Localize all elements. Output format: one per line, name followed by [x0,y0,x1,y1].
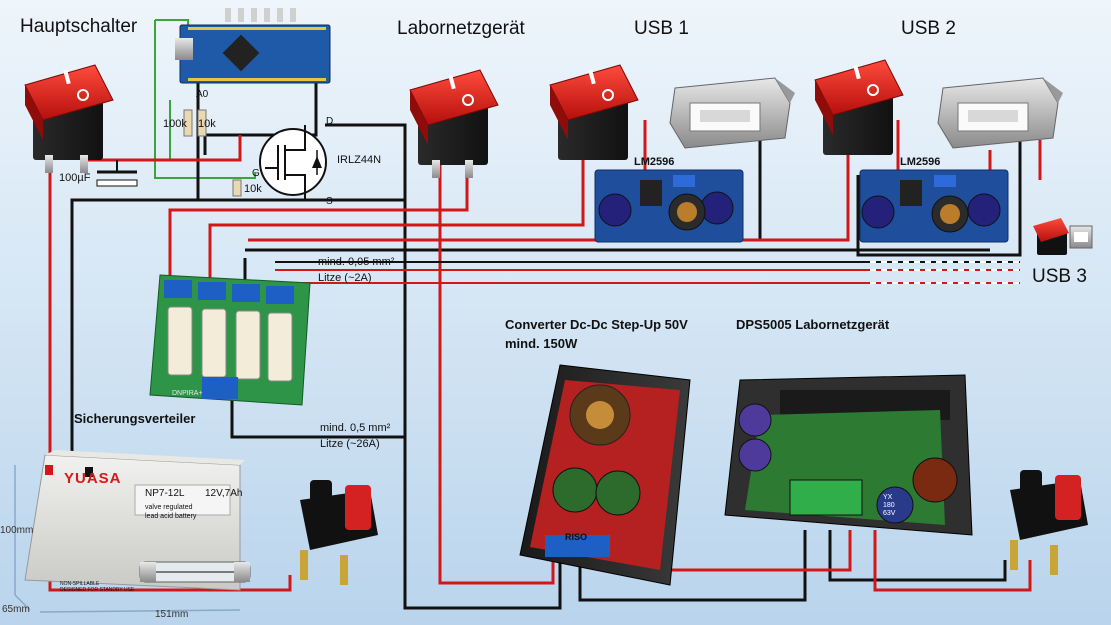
label-fuse-board-mark: DNPIRA+ [172,390,203,397]
label-lm2596-1: LM2596 [634,156,675,168]
label-lm2596-2: LM2596 [900,156,941,168]
fuse-board [149,274,311,406]
converter-brand: RISO [565,532,588,542]
label-converter-line2: mind. 150W [505,336,578,351]
arduino-nano [175,8,331,84]
heading-usb2: USB 2 [901,18,956,39]
label-r1: 100k [163,118,187,130]
wires-dashed [275,261,1020,284]
label-mosfet: IRLZ44N [337,154,382,166]
dimension-height: 100mm [0,525,34,536]
lab-switch [409,69,499,178]
heading-main-switch: Hauptschalter [20,16,138,37]
glass-fuse [139,561,251,583]
dps5005-module [724,374,973,536]
cap-text-3: 63V [883,510,896,517]
battery-model: NP7-12L [145,488,185,499]
usb2-socket [937,77,1063,149]
label-fuse-box: Sicherungsverteiler [74,411,196,426]
label-thin-wire-2: Litze (~2A) [318,272,372,284]
dimension-lines [14,465,241,613]
main-switch [24,64,114,173]
label-thin-wire-1: mind. 0,05 mm² [318,256,395,268]
heading-usb3: USB 3 [1032,266,1087,287]
usb1-socket [669,77,795,149]
label-pin-d: D [326,116,334,127]
label-r2: 10k [198,118,216,130]
dimension-depth: 65mm [2,604,30,615]
usb3-socket [1069,225,1093,249]
battery-text-2: lead acid battery [145,513,197,520]
battery-brand: YUASA [64,470,122,487]
usb3-switch [1033,218,1069,255]
label-dps5005: DPS5005 Labornetzgerät [736,317,890,332]
lm2596-board-2 [859,169,1009,243]
stepup-converter [519,364,691,586]
battery-rating: 12V,7Ah [205,488,243,499]
battery [24,450,245,591]
binding-posts-left [300,480,378,585]
cap-text-1: YX [883,494,893,501]
battery-text-3: NON-SPILLABLE [60,581,100,587]
label-pin-a0: A0 [196,89,209,100]
mosfet-symbol [259,125,327,200]
dimension-width: 151mm [155,609,189,620]
cap-text-2: 180 [883,502,895,509]
label-thick-wire-1: mind. 0,5 mm² [320,422,391,434]
label-thick-wire-2: Litze (~26A) [320,438,380,450]
battery-text-1: valve regulated [145,504,193,511]
battery-text-4: DESIGNED FOR STANDBY USE [60,587,135,593]
label-r3: 10k [244,183,262,195]
capacitor-100uf [96,160,138,187]
label-capacitor: 100µF [59,172,91,184]
binding-posts-right [1010,470,1088,575]
heading-lab-supply: Labornetzgerät [397,18,525,39]
label-pin-g: G [252,168,260,179]
lm2596-board-1 [594,169,744,243]
usb1-switch [549,64,639,160]
usb2-switch [814,59,904,155]
resistors [183,109,242,197]
label-converter-line1: Converter Dc-Dc Step-Up 50V [505,317,688,332]
label-pin-s: S [326,196,333,207]
heading-usb1: USB 1 [634,18,689,39]
